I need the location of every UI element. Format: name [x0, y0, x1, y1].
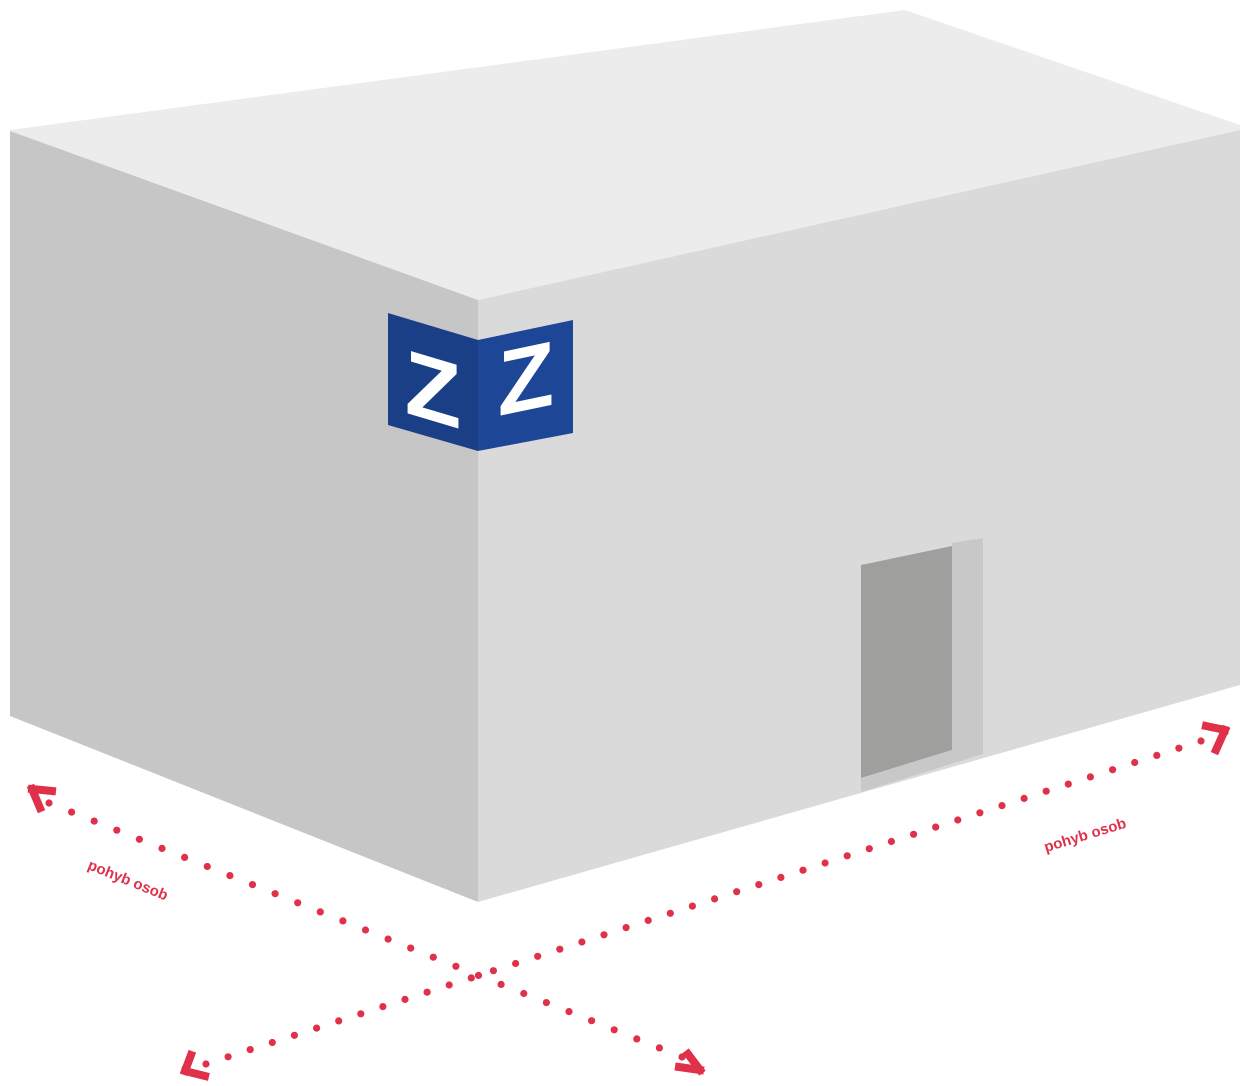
- movement-dot: [1153, 751, 1161, 760]
- corner-sign: Z Z: [388, 313, 573, 451]
- movement-dot: [401, 995, 409, 1004]
- movement-dot: [711, 895, 719, 903]
- building-roof: [10, 10, 1240, 300]
- movement-dot: [865, 845, 873, 853]
- movement-dot: [335, 1017, 343, 1025]
- movement-dot: [542, 999, 551, 1007]
- movement-dot: [688, 902, 697, 910]
- movement-dot: [158, 844, 166, 853]
- movement-dot: [271, 890, 279, 898]
- movement-dot: [357, 1010, 365, 1018]
- movement-dot: [90, 817, 98, 825]
- movement-dot: [678, 1053, 686, 1061]
- movement-dot: [361, 926, 370, 934]
- movement-dot: [407, 944, 415, 952]
- movement-dot: [1086, 773, 1094, 781]
- movement-dot: [633, 1035, 641, 1043]
- movement-dot: [224, 1053, 232, 1061]
- movement-dot: [226, 872, 234, 880]
- sign-letter-left: Z: [405, 329, 461, 449]
- arrowhead-lower-right: [674, 1048, 706, 1076]
- building: [10, 10, 1240, 902]
- movement-dot: [316, 908, 324, 916]
- corner-sign-side-panel: [388, 313, 478, 451]
- movement-dot: [578, 938, 586, 946]
- movement-dot: [610, 1026, 618, 1034]
- movement-dot: [384, 935, 392, 943]
- movement-dot: [799, 866, 807, 874]
- movement-dot: [666, 909, 674, 917]
- movement-dot: [452, 962, 460, 970]
- movement-dot: [445, 981, 453, 989]
- movement-dot: [887, 837, 896, 846]
- movement-dot: [68, 808, 76, 816]
- sign-letter-right: Z: [498, 321, 554, 436]
- movement-dot: [843, 852, 851, 860]
- movement-dot: [600, 931, 608, 939]
- movement-dot: [556, 945, 564, 953]
- movement-dot: [1042, 787, 1050, 795]
- movement-dot: [246, 1046, 254, 1054]
- movement-dot: [1131, 758, 1139, 767]
- door-jamb: [952, 538, 983, 754]
- movement-dot: [294, 899, 302, 907]
- movement-dot: [474, 971, 483, 980]
- movement-dot: [1197, 737, 1205, 745]
- movement-dot: [45, 799, 53, 807]
- movement-path-left-to-right: [45, 799, 686, 1061]
- movement-dot: [588, 1017, 596, 1025]
- movement-dot: [489, 967, 497, 975]
- movement-dot: [511, 959, 520, 968]
- arrowhead-lower-left: [179, 1049, 210, 1081]
- movement-dot: [290, 1031, 298, 1039]
- movement-dot: [777, 873, 785, 882]
- corner-sign-front-panel: [478, 320, 573, 451]
- movement-dot: [202, 1060, 210, 1068]
- movement-dot: [644, 916, 652, 925]
- movement-dot: [313, 1024, 321, 1032]
- movement-dot: [565, 1008, 573, 1016]
- movement-dot: [268, 1038, 276, 1047]
- movement-dot: [1175, 744, 1183, 752]
- movement-dot: [203, 862, 211, 871]
- movement-dot: [622, 924, 630, 932]
- building-front-wall: [478, 130, 1240, 902]
- door-opening: [861, 546, 952, 778]
- movement-dot: [755, 881, 763, 889]
- movement-dot: [1109, 766, 1117, 774]
- movement-dot: [181, 853, 189, 862]
- movement-dot: [467, 974, 475, 982]
- movement-dot: [998, 802, 1006, 810]
- movement-dot: [429, 953, 437, 961]
- movement-dot: [932, 823, 940, 831]
- movement-label-left: pohyb osob: [85, 857, 170, 905]
- arrowhead-upper-left: [26, 783, 57, 814]
- movement-dot: [821, 859, 829, 867]
- movement-dot: [733, 888, 741, 896]
- movement-dot: [248, 881, 257, 889]
- movement-label-right: pohyb osob: [1042, 815, 1128, 856]
- entrance: [861, 538, 983, 792]
- movement-dot: [113, 826, 121, 834]
- movement-dot: [976, 809, 984, 817]
- movement-dot: [497, 980, 505, 989]
- movement-dot: [954, 816, 962, 824]
- movement-path-bottom-to-top: [202, 737, 1205, 1068]
- movement-dot: [379, 1003, 387, 1011]
- movement-dot: [910, 830, 918, 838]
- movement-dot: [655, 1044, 664, 1052]
- movement-dot: [423, 988, 431, 996]
- building-side-wall: [10, 131, 478, 902]
- door-threshold: [861, 750, 983, 792]
- movement-dot: [1064, 780, 1072, 788]
- movement-dot: [135, 835, 143, 843]
- movement-dot: [520, 989, 528, 998]
- movement-dot: [1020, 794, 1028, 803]
- movement-dot: [534, 952, 542, 960]
- arrowhead-upper-right: [1201, 721, 1231, 756]
- movement-dot: [339, 917, 347, 925]
